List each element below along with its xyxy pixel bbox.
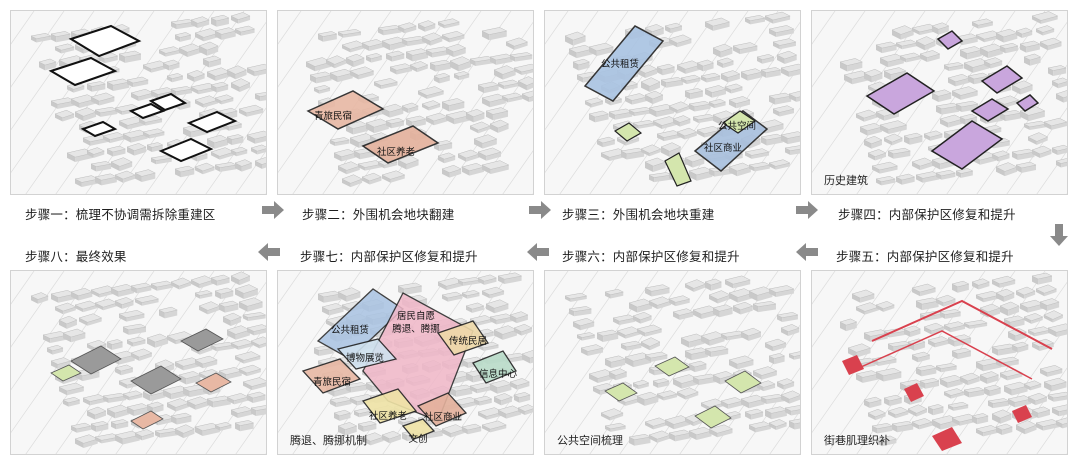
corner-label-historic-buildings: 历史建筑	[824, 174, 868, 187]
step-5-label: 步骤五：内部保护区修复和提升	[836, 249, 1014, 264]
panel-step-2: 青旅民宿 社区养老	[277, 10, 534, 195]
label-elder-care-2: 社区养老	[368, 411, 408, 422]
panel-step-1	[10, 10, 267, 195]
arrow-right-1	[262, 201, 284, 219]
step-1-label: 步骤一：梳理不协调需拆除重建区	[25, 207, 216, 222]
step-8-label: 步骤八：最终效果	[25, 249, 127, 264]
corner-label-relocation-mechanism: 腾退、腾挪机制	[290, 434, 367, 447]
arrow-left-3	[796, 243, 818, 261]
corner-label-street-fabric: 街巷肌理织补	[824, 434, 890, 447]
label-museum: 博物展览	[345, 353, 385, 364]
arrow-left-1	[258, 243, 280, 261]
step-2-label: 步骤二：外围机会地块翻建	[302, 207, 455, 222]
label-residents-voluntary: 居民自愿	[396, 311, 436, 322]
step-1-isometric-map	[11, 11, 266, 194]
corner-label-public-space: 公共空间梳理	[557, 434, 623, 447]
panel-step-3: 公共租赁 公共空间 社区商业	[544, 10, 801, 195]
step-7-label: 步骤七：内部保护区修复和提升	[300, 249, 478, 264]
label-relocation: 腾退、腾挪	[392, 324, 440, 335]
arrow-right-2	[529, 201, 551, 219]
step-5-isometric-map	[812, 271, 1067, 454]
label-public-space: 公共空间	[717, 121, 757, 132]
step-3-label: 步骤三：外围机会地块重建	[562, 207, 715, 222]
arrow-down	[1050, 224, 1068, 246]
panel-step-4: 历史建筑	[811, 10, 1068, 195]
label-community-commerce: 社区商业	[703, 143, 743, 154]
arrow-right-3	[796, 201, 818, 219]
step-7-isometric-map	[278, 271, 533, 454]
label-public-rental: 公共租赁	[600, 59, 640, 70]
panel-step-8	[10, 270, 267, 455]
label-traditional-dwellings: 传统民居	[448, 336, 488, 347]
label-elder-care: 社区养老	[376, 147, 416, 158]
label-public-rental-2: 公共租赁	[330, 325, 370, 336]
panel-step-7: 公共租赁 居民自愿 腾退、腾挪 传统民居 博物展览 信息中心 青旅民宿 社区养老…	[277, 270, 534, 455]
step-8-isometric-map	[11, 271, 266, 454]
label-info-center: 信息中心	[478, 369, 518, 380]
step-4-isometric-map	[812, 11, 1067, 194]
step-6-label: 步骤六：内部保护区修复和提升	[562, 249, 740, 264]
step-2-isometric-map	[278, 11, 533, 194]
step-3-isometric-map	[545, 11, 800, 194]
step-4-label: 步骤四：内部保护区修复和提升	[838, 207, 1016, 222]
label-creative: 文创	[408, 434, 428, 445]
step-6-isometric-map	[545, 271, 800, 454]
label-hostel-2: 青旅民宿	[312, 377, 352, 388]
label-community-commerce-2: 社区商业	[423, 412, 463, 423]
label-hostel: 青旅民宿	[313, 111, 353, 122]
arrow-left-2	[527, 243, 549, 261]
panel-step-5: 街巷肌理织补	[811, 270, 1068, 455]
panel-step-6: 公共空间梳理	[544, 270, 801, 455]
